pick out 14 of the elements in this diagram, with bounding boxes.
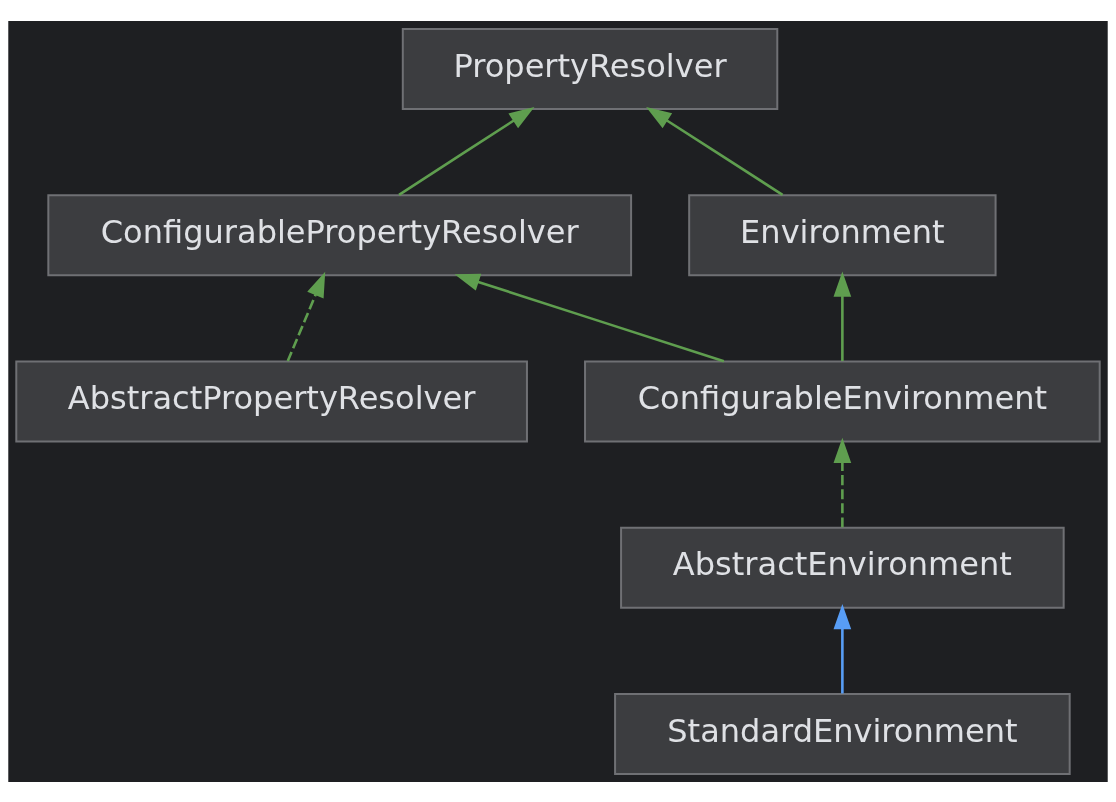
arrow (286, 271, 326, 362)
node-box: PropertyResolver (401, 27, 779, 110)
node-box: ConfigurablePropertyResolver (47, 193, 633, 276)
arrow (833, 603, 852, 693)
node-box: Environment (688, 193, 997, 276)
node-box: StandardEnvironment (614, 692, 1071, 775)
arrow (398, 106, 535, 196)
arrow (454, 273, 725, 362)
node-box: AbstractEnvironment (620, 526, 1065, 609)
arrow (833, 271, 852, 361)
arrow (646, 106, 784, 196)
node-box: ConfigurableEnvironment (584, 359, 1101, 443)
node-box: AbstractPropertyResolver (15, 359, 528, 443)
arrow (833, 437, 852, 527)
